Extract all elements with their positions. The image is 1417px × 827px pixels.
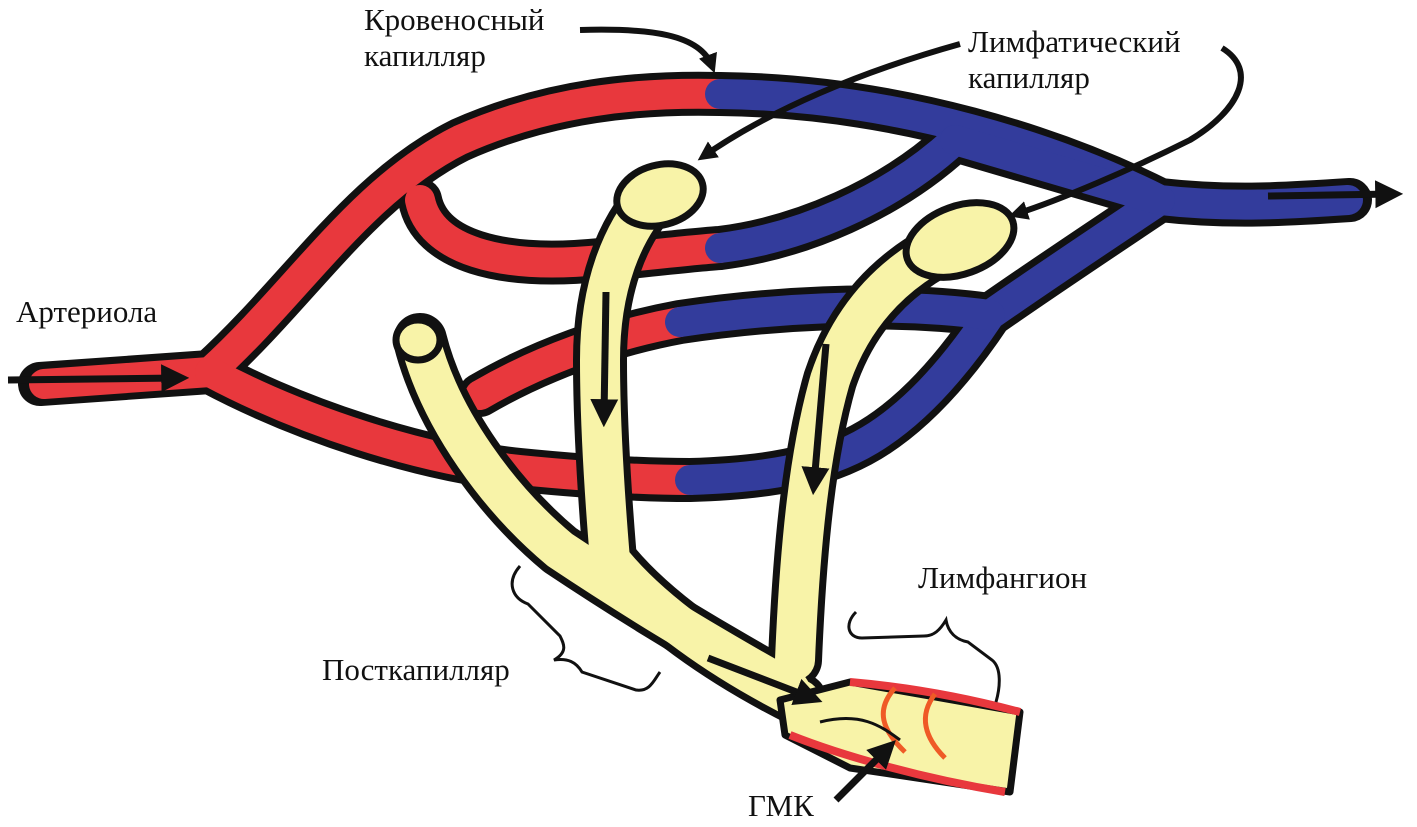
smc-label: ГМК [748, 788, 814, 823]
smooth-muscle-cell-1 [880, 686, 907, 754]
lymph-flow-arrow-2 [801, 343, 830, 496]
lymph-capillary-pointer-1 [697, 41, 961, 161]
lymph-capillary-label: Лимфатический капилляр [968, 24, 1181, 95]
lymphangion-label: Лимфангион [918, 560, 1088, 595]
outflow-arrow [1267, 180, 1404, 209]
blood-vessels [18, 71, 1372, 502]
smc-pointer-arrow [833, 740, 896, 803]
smooth-muscle-cell-2 [923, 692, 947, 760]
flow-arrows [7, 180, 1404, 803]
lymphangion-segment [776, 678, 1024, 796]
lymph-capillary-pointer-2 [1008, 45, 1244, 220]
inflow-arrow [7, 364, 190, 393]
lymph-flow-arrow-1 [590, 291, 619, 428]
braces [510, 565, 1001, 703]
postcapillary-label: Посткапилляр [322, 652, 510, 687]
label-pointers [579, 26, 1244, 220]
postcapillary-brace [510, 565, 662, 692]
blood-capillary-pointer [579, 26, 717, 74]
lymph-bulb-3 [392, 316, 444, 364]
lymph-bulb-1 [613, 160, 707, 230]
lymph-flow-arrow-3 [706, 654, 823, 706]
blood-capillary-label: Кровеносный капилляр [364, 2, 545, 73]
arteriole-label: Артериола [16, 294, 158, 329]
lymphangion-brace [847, 610, 1001, 703]
lymph-bulb-2 [902, 199, 1018, 281]
